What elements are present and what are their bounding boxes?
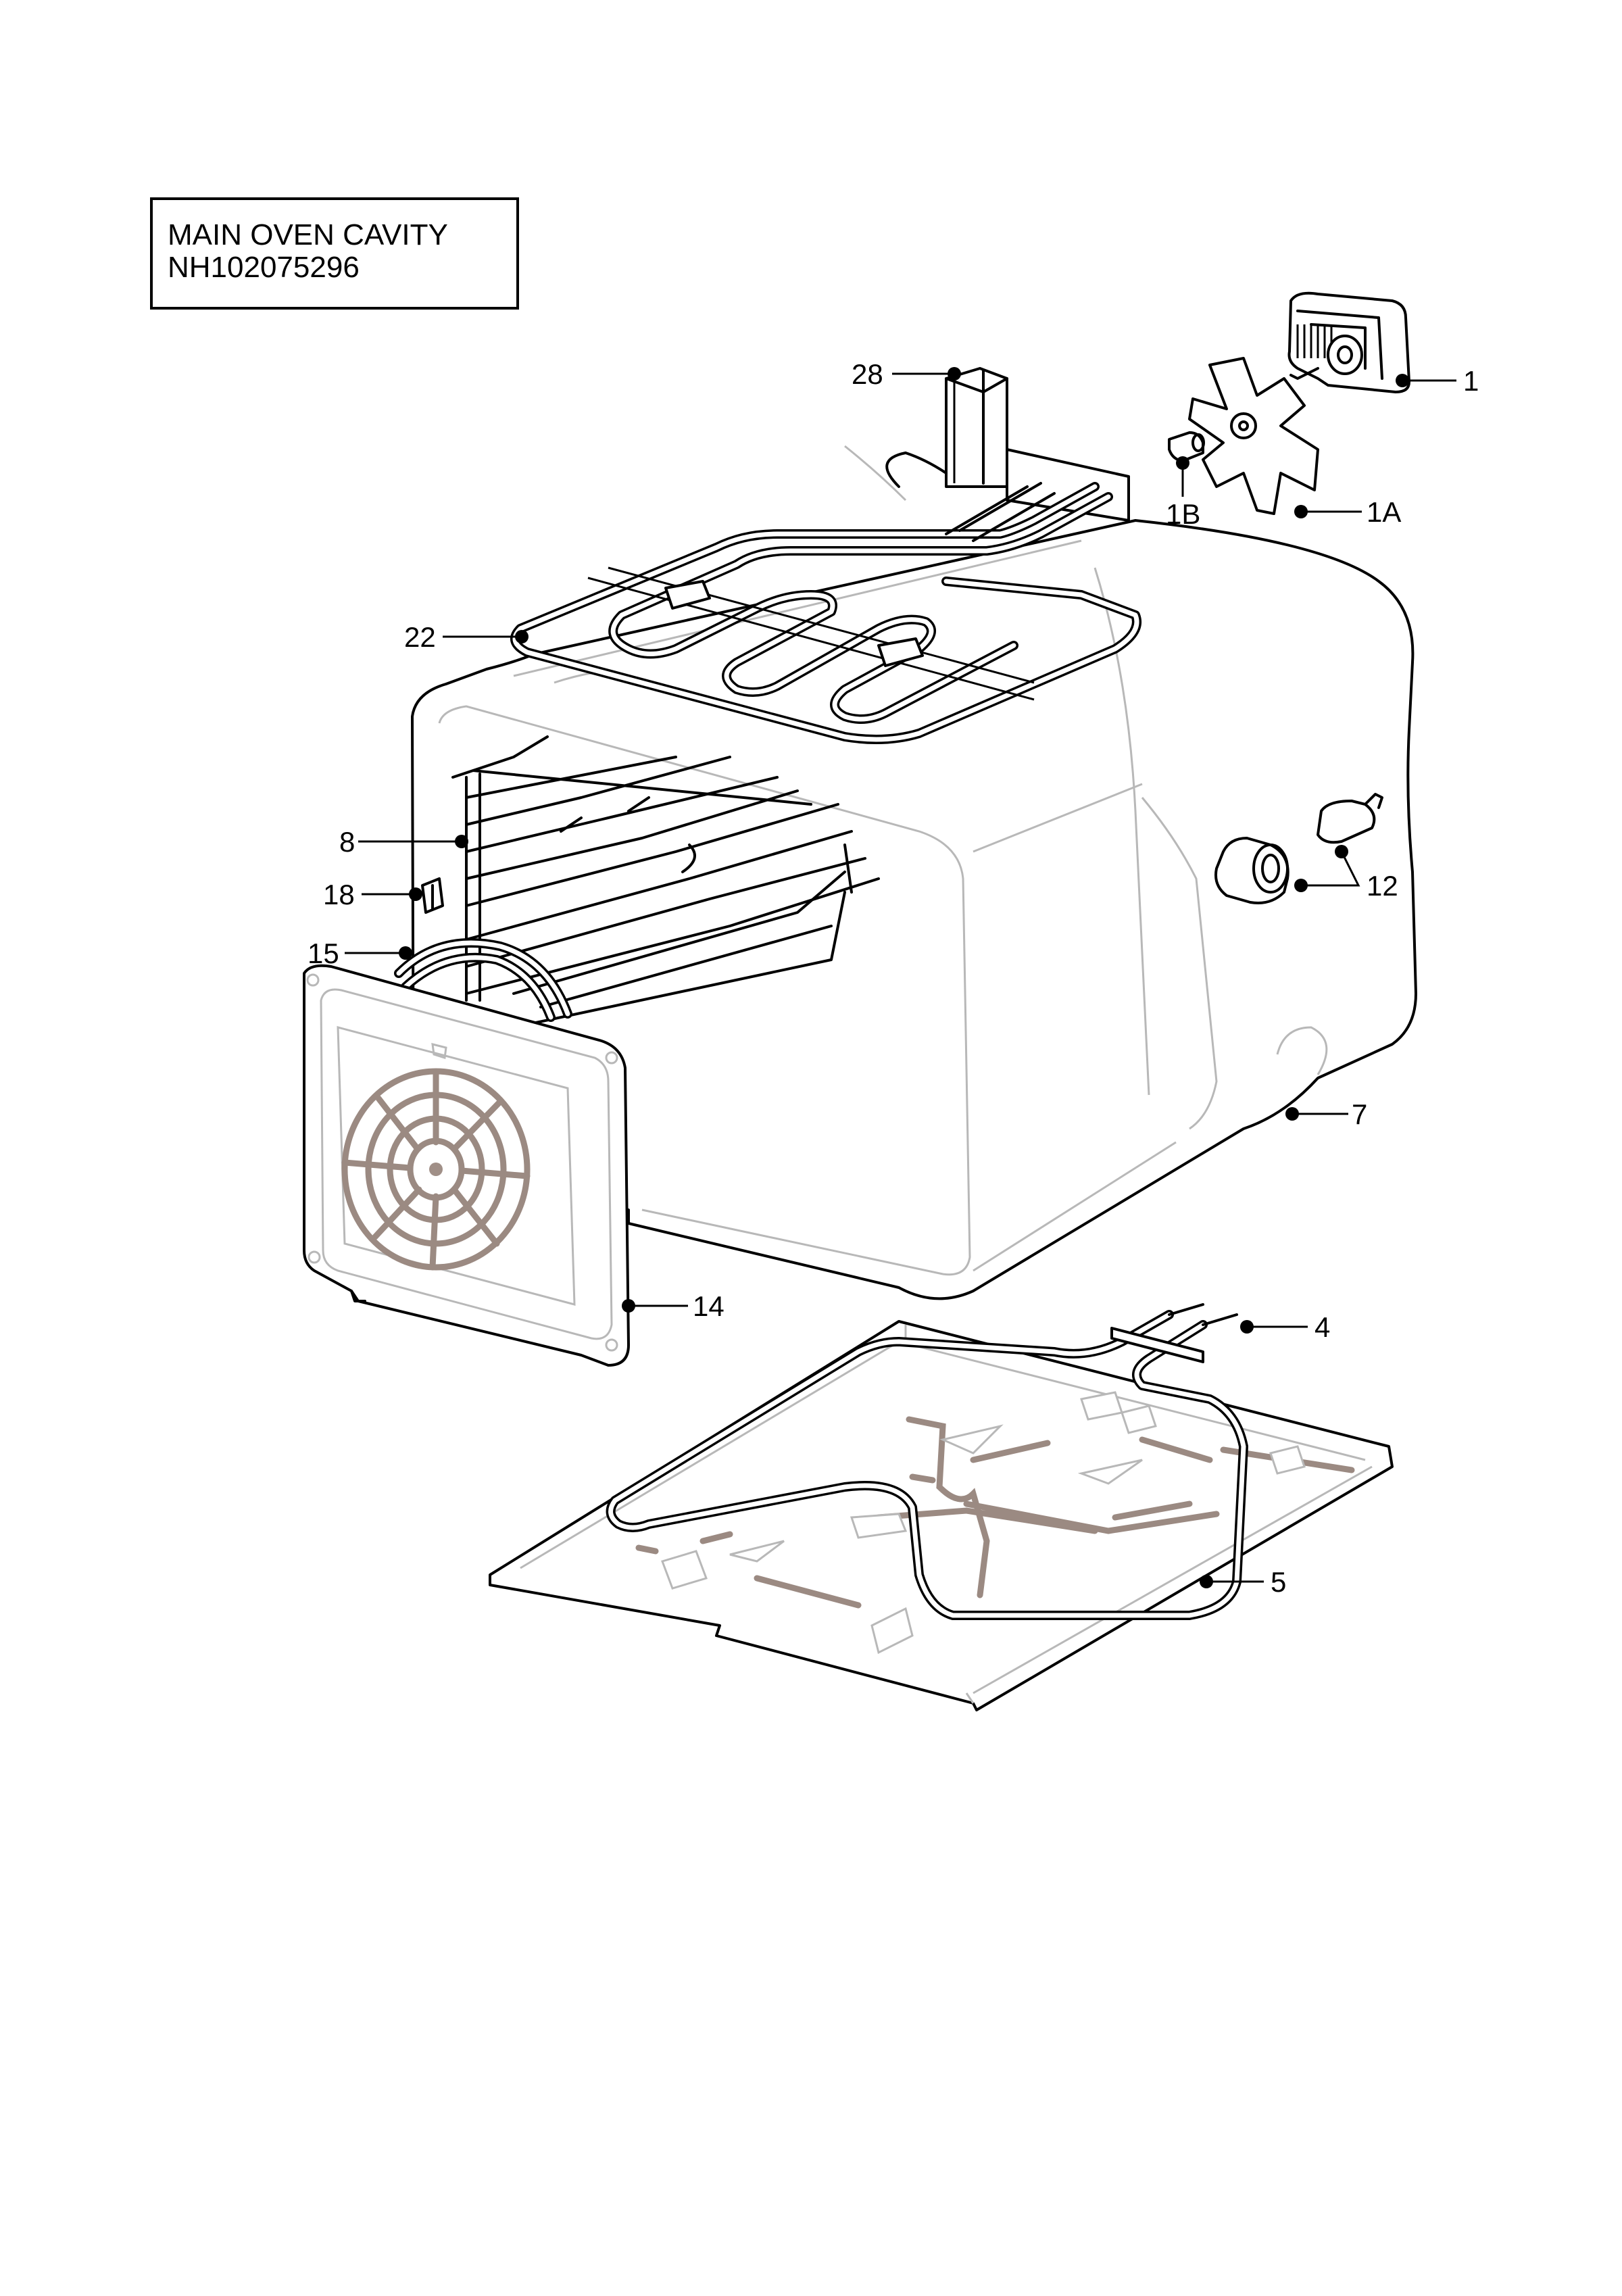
callout-5: 5 [1200, 1566, 1286, 1598]
oven-lamp [1214, 793, 1383, 904]
part-label-18: 18 [323, 879, 355, 910]
part-label-8: 8 [339, 826, 355, 858]
callout-12: 12 [1294, 845, 1398, 902]
title-line-1: MAIN OVEN CAVITY [168, 218, 448, 251]
part-label-1a: 1A [1367, 496, 1401, 528]
part-label-1: 1 [1463, 365, 1479, 397]
fan-motor [1287, 291, 1410, 393]
callout-18: 18 [323, 879, 422, 910]
callout-1: 1 [1396, 365, 1479, 397]
clip [421, 877, 444, 914]
callout-22: 22 [404, 621, 529, 653]
base-element [606, 1303, 1248, 1620]
callout-1a: 1A [1294, 496, 1401, 528]
callout-15: 15 [308, 937, 412, 969]
part-label-1b: 1B [1166, 498, 1200, 530]
callout-28: 28 [852, 358, 961, 483]
part-label-7: 7 [1352, 1098, 1367, 1130]
part-label-28: 28 [852, 358, 883, 390]
title-box: MAIN OVEN CAVITY NH102075296 [150, 197, 519, 310]
part-label-5: 5 [1271, 1566, 1286, 1598]
fan-cover [303, 964, 630, 1367]
part-label-4: 4 [1314, 1311, 1330, 1343]
grill-element [510, 482, 1141, 744]
base-plate [489, 1320, 1394, 1711]
callout-1b: 1B [1166, 456, 1200, 530]
title-line-2: NH102075296 [168, 251, 360, 284]
part-label-15: 15 [308, 937, 339, 969]
fan-element [394, 938, 572, 1022]
part-label-14: 14 [693, 1290, 724, 1322]
fan-grille [341, 1068, 531, 1271]
callout-4: 4 [1240, 1311, 1330, 1343]
fan-blade [1188, 357, 1319, 515]
part-label-12: 12 [1367, 870, 1398, 902]
callout-8: 8 [339, 826, 468, 858]
part-label-22: 22 [404, 621, 436, 653]
callout-7: 7 [1285, 1098, 1367, 1130]
oven-cavity [411, 445, 1417, 1300]
callouts: 28 1 1B 1A 22 8 [308, 358, 1479, 1598]
fan-nut [1168, 431, 1205, 462]
callout-14: 14 [622, 1290, 724, 1322]
shelf-runner [451, 735, 880, 1029]
